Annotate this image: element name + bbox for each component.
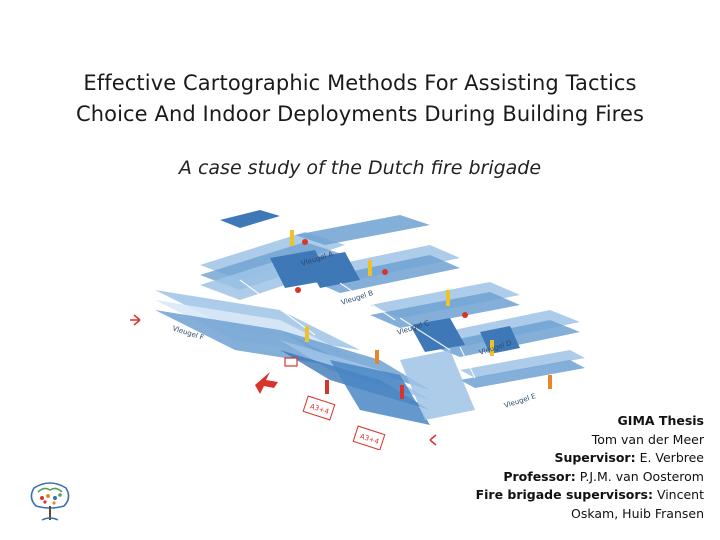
wing-stacks xyxy=(155,210,585,425)
building-floorplan-illustration: Vleugel A Vleugel B Vleugel C Vleugel D … xyxy=(130,210,585,450)
title-line-1: Effective Cartographic Methods For Assis… xyxy=(83,71,637,95)
fire-markers xyxy=(130,230,552,446)
slide-title: Effective Cartographic Methods For Assis… xyxy=(40,68,680,130)
credits-fire-brigade-cont: Oskam, Huib Fransen xyxy=(571,505,704,521)
tree-logo-icon xyxy=(30,482,70,521)
wing-label-e: Vleugel E xyxy=(503,392,537,410)
title-line-2: Choice And Indoor Deployments During Bui… xyxy=(75,102,645,126)
credits-block: GIMA Thesis Tom van der Meer Supervisor:… xyxy=(404,412,704,524)
credits-fire-brigade: Fire brigade supervisors: Vincent xyxy=(475,487,704,503)
credits-line-1: GIMA Thesis xyxy=(617,413,704,428)
credits-professor: Professor: P.J.M. van Oosterom xyxy=(503,468,704,484)
credits-line-2: Tom van der Meer xyxy=(591,431,704,447)
credits-supervisor: Supervisor: E. Verbree xyxy=(554,450,704,466)
slide-subtitle: A case study of the Dutch fire brigade xyxy=(178,157,542,179)
